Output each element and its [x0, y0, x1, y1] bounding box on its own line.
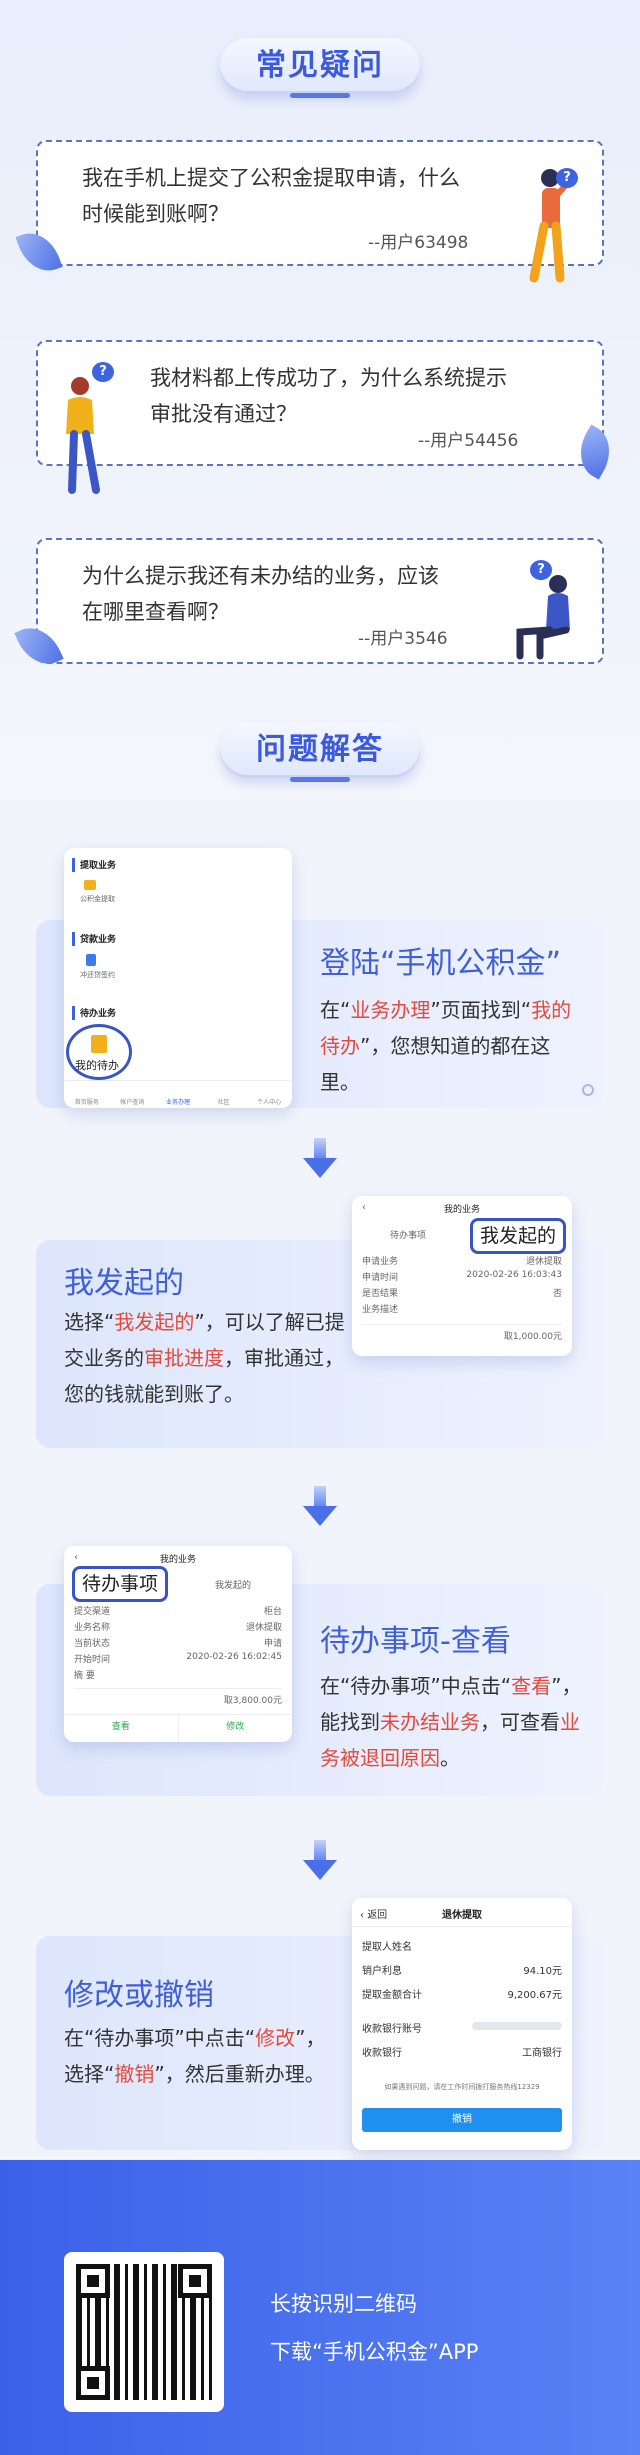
- detail-row: 收款银行工商银行: [362, 2048, 562, 2059]
- detail-row: 业务描述: [362, 1305, 399, 1315]
- tab-todo-highlight[interactable]: 待办事项: [72, 1566, 168, 1602]
- phone-header: 我的业务: [159, 1555, 196, 1565]
- step1-description: 在“业务办理”页面找到“我的待办”，您想知道的都在这里。: [320, 998, 572, 1094]
- qr-finder: [76, 2264, 110, 2298]
- tab-initiated-highlight[interactable]: 我发起的: [470, 1218, 566, 1254]
- title-underline: [290, 777, 350, 782]
- step2-title: 我发起的: [64, 1266, 184, 1301]
- step1-title: 登陆“手机公积金”: [320, 946, 562, 981]
- person-standing-icon: [529, 169, 573, 283]
- view-button[interactable]: 查看: [64, 1715, 179, 1742]
- detail-row: 当前状态申请: [74, 1639, 282, 1649]
- phone-item-label: 冲还贷签约: [80, 971, 115, 979]
- edit-button[interactable]: 修改: [226, 1722, 245, 1732]
- arrow-down-icon: [303, 1486, 337, 1530]
- question-bubble-icon: ?: [92, 362, 114, 382]
- question-bubble-icon: ?: [556, 168, 578, 188]
- tab-initiated[interactable]: 我发起的: [214, 1581, 251, 1591]
- faq-title-text: 常见疑问: [256, 48, 384, 83]
- question-text: 为什么提示我还有未办结的业务，应该: [82, 564, 439, 588]
- question-card-2: 我材料都上传成功了，为什么系统提示 审批没有通过？ --用户54456: [36, 340, 604, 466]
- step4-title: 修改或撤销: [64, 1978, 214, 2013]
- back-icon[interactable]: ‹: [74, 1552, 78, 1563]
- detail-row: 提取人姓名: [362, 1942, 412, 1953]
- detail-row: 收款银行账号: [362, 2020, 562, 2038]
- answers-title: 问题解答: [220, 722, 420, 782]
- detail-row: 申请业务退休提取: [362, 1257, 562, 1267]
- withdraw-icon: [84, 880, 96, 890]
- cancel-button[interactable]: 撤销: [362, 2108, 562, 2132]
- tab-business[interactable]: 业务办理: [165, 1099, 190, 1106]
- phone-header: 我的业务: [443, 1205, 480, 1215]
- tab-profile[interactable]: 个人中心: [257, 1099, 282, 1106]
- my-todo-label: 我的待办: [75, 1059, 119, 1072]
- detail-row: 提交渠道柜台: [74, 1607, 282, 1617]
- question-card-3: 为什么提示我还有未办结的业务，应该 在哪里查看啊？ --用户3546: [36, 538, 604, 664]
- person-sitting-icon: [516, 575, 570, 660]
- arrow-down-icon: [303, 1840, 337, 1884]
- phone-item-label: 公积金提取: [80, 895, 115, 903]
- question-text: 在哪里查看啊？: [82, 600, 229, 624]
- detail-row: 摘 要: [74, 1671, 95, 1681]
- footer-line-1: 长按识别二维码: [270, 2292, 417, 2316]
- detail-row: 是否结果否: [362, 1289, 562, 1299]
- question-text: 我材料都上传成功了，为什么系统提示: [150, 366, 507, 390]
- tab-community[interactable]: 社区: [217, 1099, 230, 1106]
- question-bubble-icon: ?: [530, 560, 552, 580]
- arrow-down-icon: [303, 1138, 337, 1182]
- hotline-note: 如果遇到问题，请在工作时间拨打服务热线12329: [384, 2083, 540, 2091]
- footer-line-2: 下载“手机公积金”APP: [270, 2340, 479, 2364]
- question-text: 时候能到账啊？: [82, 202, 229, 226]
- question-user: --用户54456: [418, 431, 519, 451]
- step1-phone-screenshot: 提取业务 公积金提取 贷款业务 冲还贷签约 待办业务 我的待办 首页服务 帐户查…: [64, 848, 292, 1108]
- my-todo-highlight[interactable]: 我的待办: [66, 1024, 132, 1080]
- step3-description: 在“待办事项”中点击“查看”，能找到未办结业务，可查看业务被退回原因。: [320, 1674, 582, 1770]
- person-phone-icon: [66, 377, 100, 494]
- qr-code-image[interactable]: [64, 2252, 224, 2412]
- faq-title: 常见疑问: [220, 38, 420, 98]
- step3-title: 待办事项-查看: [320, 1624, 511, 1659]
- detail-row: 业务名称退休提取: [74, 1623, 282, 1633]
- tab-account[interactable]: 帐户查询: [120, 1099, 145, 1106]
- question-user: --用户3546: [358, 629, 448, 649]
- qr-finder: [76, 2366, 110, 2400]
- tab-home[interactable]: 首页服务: [74, 1099, 99, 1106]
- masked-account: [472, 2022, 562, 2030]
- step4-description: 在“待办事项”中点击“修改”，选择“撤销”，然后重新办理。: [64, 2026, 326, 2086]
- back-link[interactable]: ‹ 返回: [360, 1910, 388, 1921]
- question-text: 审批没有通过？: [150, 402, 297, 426]
- todo-icon: [91, 1035, 107, 1053]
- question-user: --用户63498: [368, 233, 469, 253]
- decor-circle-icon: [582, 1084, 594, 1096]
- answers-title-text: 问题解答: [256, 732, 384, 767]
- phone-header: 退休提取: [442, 1910, 482, 1921]
- question-text: 我在手机上提交了公积金提取申请，什么: [82, 166, 460, 190]
- amount-row: 取1,000.00元: [362, 1324, 562, 1342]
- step2-description: 选择“我发起的”，可以了解已提交业务的审批进度，审批通过，您的钱就能到账了。: [64, 1310, 345, 1406]
- phone-section-label: 待办业务: [80, 1009, 117, 1019]
- tab-todo[interactable]: 待办事项: [389, 1231, 426, 1241]
- amount-row: 取3,800.00元: [74, 1688, 282, 1706]
- qr-finder: [178, 2264, 212, 2298]
- phone-section-label: 贷款业务: [80, 935, 117, 945]
- question-card-1: 我在手机上提交了公积金提取申请，什么 时候能到账啊？ --用户63498: [36, 140, 604, 266]
- loan-icon: [86, 954, 96, 966]
- phone-section-label: 提取业务: [80, 861, 117, 871]
- back-icon[interactable]: ‹: [362, 1202, 366, 1213]
- title-underline: [290, 93, 350, 98]
